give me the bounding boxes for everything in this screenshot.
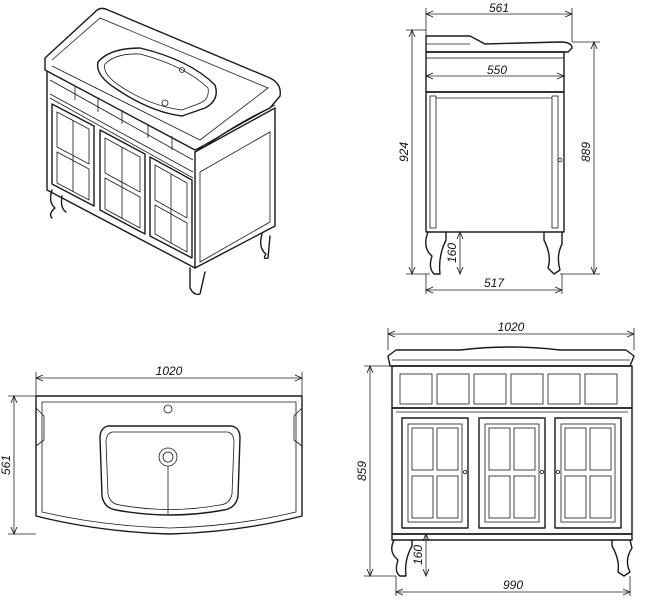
top-width-label: 1020: [156, 364, 183, 378]
isometric-view: [44, 7, 281, 296]
front-bottom-width-label: 990: [503, 578, 523, 592]
side-total-height-label: 924: [397, 142, 411, 162]
side-inner-width-label: 550: [487, 63, 507, 77]
side-leg-height-label: 160: [445, 243, 459, 263]
front-top-width-label: 1020: [498, 320, 525, 334]
side-top-width-label: 561: [489, 1, 509, 15]
front-height-label: 859: [355, 461, 369, 481]
top-view: 1020 561: [0, 364, 302, 534]
side-view: 561 550 924 889 160 517: [397, 1, 600, 294]
side-body-height-label: 889: [579, 142, 593, 162]
top-depth-label: 561: [0, 455, 13, 475]
front-leg-height-label: 160: [411, 545, 425, 565]
side-bottom-depth-label: 517: [484, 276, 505, 290]
front-view: 1020 859 160 990: [355, 320, 634, 596]
